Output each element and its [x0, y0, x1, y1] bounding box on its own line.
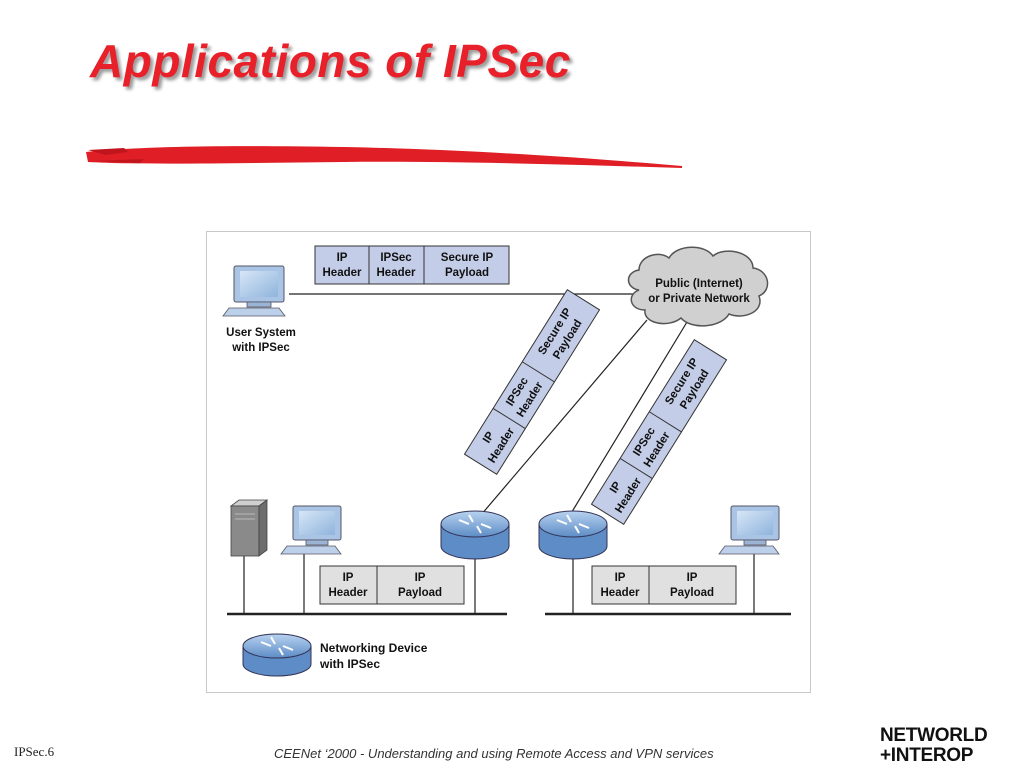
legend-device-label-line2: with IPSec	[319, 657, 380, 671]
packet-lan-left-cell2-line2: Payload	[398, 587, 442, 599]
link-cloud-router-right	[566, 321, 688, 521]
lan-computer-right-icon	[718, 505, 780, 555]
packet-lan-left-cell1-line2: Header	[329, 587, 369, 599]
user-system-label-line2: with IPSec	[231, 342, 290, 354]
legend-device-label-line1: Networking Device	[320, 641, 428, 655]
packet-lan-right-cell1-line1: IP	[615, 572, 626, 584]
link-cloud-router-left	[474, 319, 648, 523]
logo-line2: +INTEROP	[880, 745, 974, 766]
packet-top-cell2-line1: IPSec	[380, 252, 412, 264]
networld-interop-logo: NETWORLD +INTEROP	[880, 726, 1008, 766]
packet-lan-left-cell2-line1: IP	[415, 572, 426, 584]
packet-diagonal-1: IP Header IPSec Header Secure IP Payload	[463, 288, 601, 476]
packet-lan-left-cell1-line1: IP	[343, 572, 354, 584]
packet-diagonal-2: IP Header IPSec Header Secure IP Payload	[590, 338, 728, 526]
cloud-network: Public (Internet) or Private Network	[627, 246, 769, 327]
packet-lan-right: IP Header IP Payload	[591, 565, 737, 605]
cloud-label-line1: Public (Internet)	[655, 278, 743, 290]
logo-line1: NETWORLD	[880, 725, 988, 746]
slide-title: Applications of IPSec	[90, 35, 571, 87]
packet-lan-right-cell1-line2: Header	[601, 587, 641, 599]
user-system-label-line1: User System	[226, 327, 296, 339]
user-system-computer	[222, 265, 286, 317]
lan-computer-left-icon	[280, 505, 342, 555]
title-brush-stroke	[86, 146, 682, 168]
slide-number: IPSec.6	[14, 744, 55, 759]
ipsec-diagram: Public (Internet) or Private Network Use…	[206, 231, 811, 693]
legend-router-icon	[242, 633, 312, 677]
server-icon	[229, 499, 269, 557]
router-left-icon	[440, 510, 510, 560]
packet-lan-left: IP Header IP Payload	[319, 565, 465, 605]
packet-top-cell2-line2: Header	[377, 267, 417, 279]
cloud-label-line2: or Private Network	[648, 293, 750, 305]
packet-top-cell1-line1: IP	[337, 252, 348, 264]
footer-caption: CEENet ‘2000 - Understanding and using R…	[274, 746, 714, 761]
packet-top-cell1-line2: Header	[323, 267, 363, 279]
router-right-icon	[538, 510, 608, 560]
packet-top-cell3-line2: Payload	[445, 267, 489, 279]
packet-top-cell3-line1: Secure IP	[441, 252, 494, 264]
packet-top: IP Header IPSec Header Secure IP Payload	[314, 245, 510, 285]
packet-lan-right-cell2-line2: Payload	[670, 587, 714, 599]
packet-lan-right-cell2-line1: IP	[687, 572, 698, 584]
